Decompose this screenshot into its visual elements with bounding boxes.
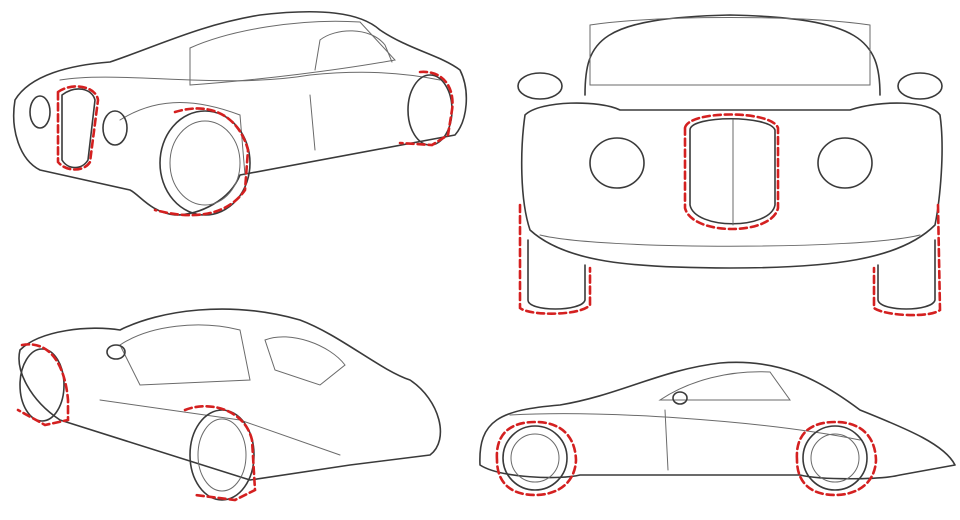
front-view	[517, 14, 943, 317]
side-view	[479, 361, 956, 497]
rear-three-quarter-view	[16, 308, 442, 502]
front-three-quarter-view	[12, 10, 468, 217]
